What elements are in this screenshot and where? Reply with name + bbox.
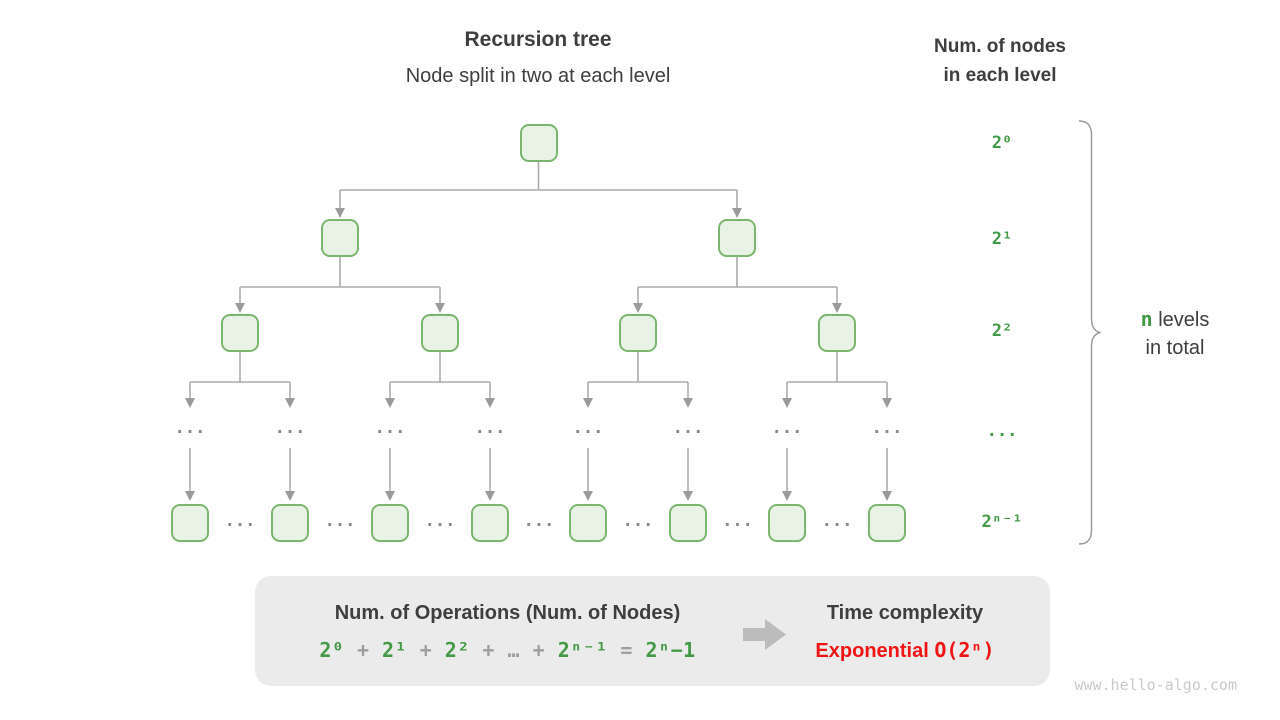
levels-text: levels xyxy=(1152,309,1210,331)
tree-node xyxy=(321,219,359,257)
formula-term: + xyxy=(356,638,370,662)
tree-node xyxy=(371,504,409,542)
total-levels-note: n levels in total xyxy=(1100,305,1250,362)
tree-node xyxy=(271,504,309,542)
diagram-title: Recursion tree xyxy=(464,28,612,51)
arrowhead-icon xyxy=(285,398,295,408)
mid-level-ellipsis: ... xyxy=(572,418,604,438)
formula-term: 2ⁿ⁻¹ xyxy=(557,638,608,662)
arrowhead-icon xyxy=(882,491,892,501)
complexity-label: Exponential xyxy=(815,640,929,662)
nodes-per-level-header: Num. of nodes in each level xyxy=(890,32,1110,90)
nodes-header-line2: in each level xyxy=(943,65,1057,86)
mid-level-ellipsis: ... xyxy=(474,418,506,438)
arrowhead-icon xyxy=(583,398,593,408)
mid-level-ellipsis: ... xyxy=(374,418,406,438)
arrowhead-icon xyxy=(385,491,395,501)
bottom-row-ellipsis: ... xyxy=(722,511,753,531)
tree-node xyxy=(421,314,459,352)
bottom-row-ellipsis: ... xyxy=(622,511,654,531)
operations-title: Num. of Operations (Num. of Nodes) xyxy=(334,602,681,624)
bottom-row-ellipsis: ... xyxy=(324,511,356,531)
arrowhead-icon xyxy=(782,491,792,501)
mid-level-ellipsis: ... xyxy=(771,418,803,438)
arrowhead-icon xyxy=(683,398,693,408)
arrowhead-icon xyxy=(285,491,295,501)
arrowhead-icon xyxy=(485,491,495,501)
arrowhead-icon xyxy=(335,208,345,218)
arrowhead-icon xyxy=(782,398,792,408)
bottom-row-ellipsis: ... xyxy=(424,511,456,531)
level-count-label: 2ⁿ⁻¹ xyxy=(981,512,1023,532)
tree-node xyxy=(718,219,756,257)
right-block-arrow-icon xyxy=(743,619,786,650)
formula-term: 2² xyxy=(444,638,470,662)
complexity-result: Exponential O(2ⁿ) xyxy=(760,638,1050,663)
curly-brace-icon xyxy=(1078,120,1102,545)
formula-term: + xyxy=(532,638,546,662)
arrowhead-icon xyxy=(185,398,195,408)
nodes-header-line1: Num. of nodes xyxy=(934,36,1066,57)
formula-term: 2¹ xyxy=(382,638,408,662)
watermark: www.hello-algo.com xyxy=(1074,676,1237,694)
tree-node xyxy=(868,504,906,542)
tree-node xyxy=(569,504,607,542)
arrowhead-icon xyxy=(185,491,195,501)
formula-term: 2⁰ xyxy=(319,638,345,662)
arrowhead-icon xyxy=(732,208,742,218)
arrowhead-icon xyxy=(485,398,495,408)
diagram-subtitle: Node split in two at each level xyxy=(405,65,671,87)
total-levels-line2: in total xyxy=(1145,337,1205,359)
arrowhead-icon xyxy=(435,303,445,313)
formula-term: + xyxy=(419,638,433,662)
formula-term: = xyxy=(620,638,633,662)
summary-box: Num. of Operations (Num. of Nodes) 2⁰ + … xyxy=(255,576,1050,686)
tree-node xyxy=(221,314,259,352)
arrowhead-icon xyxy=(683,491,693,501)
mid-level-ellipsis: ... xyxy=(871,418,903,438)
formula-term: 2ⁿ−1 xyxy=(645,638,696,662)
level-count-label: 2² xyxy=(991,321,1013,341)
tree-node xyxy=(471,504,509,542)
time-complexity-title: Time complexity xyxy=(826,602,984,624)
tree-node xyxy=(171,504,209,542)
level-count-label: ... xyxy=(986,421,1018,441)
bottom-row-ellipsis: ... xyxy=(224,511,256,531)
mid-level-ellipsis: ... xyxy=(274,418,306,438)
tree-node xyxy=(669,504,707,542)
total-levels-line1: n levels xyxy=(1100,305,1250,334)
bottom-row-ellipsis: ... xyxy=(523,511,555,531)
arrowhead-icon xyxy=(235,303,245,313)
arrowhead-icon xyxy=(882,398,892,408)
arrowhead-icon xyxy=(832,303,842,313)
mid-level-ellipsis: ... xyxy=(174,418,206,438)
n-variable: n xyxy=(1140,307,1153,331)
arrowhead-icon xyxy=(385,398,395,408)
bottom-row-ellipsis: ... xyxy=(821,511,853,531)
arrowhead-icon xyxy=(583,491,593,501)
operations-formula: 2⁰ + 2¹ + 2² + … + 2ⁿ⁻¹ = 2ⁿ−1 xyxy=(260,638,755,662)
mid-level-ellipsis: ... xyxy=(672,418,704,438)
tree-node xyxy=(619,314,657,352)
tree-node xyxy=(519,124,558,162)
formula-term: … xyxy=(507,638,521,662)
complexity-value: O(2ⁿ) xyxy=(934,638,995,662)
arrowhead-icon xyxy=(633,303,643,313)
level-count-label: 2⁰ xyxy=(991,133,1013,153)
formula-term: + xyxy=(482,638,495,662)
tree-node xyxy=(818,314,856,352)
tree-node xyxy=(768,504,806,542)
level-count-label: 2¹ xyxy=(991,229,1013,249)
